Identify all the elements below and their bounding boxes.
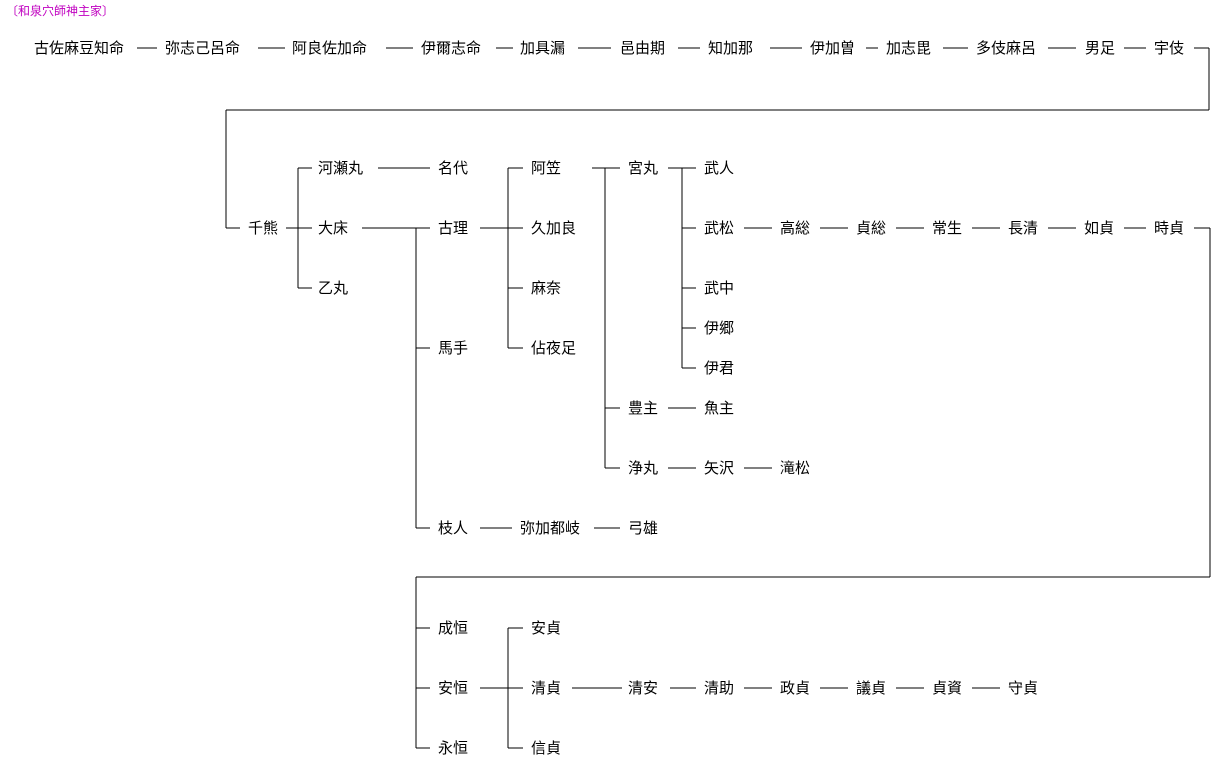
person-node: 麻奈	[531, 279, 562, 297]
person-node: 清貞	[531, 679, 562, 697]
person-node: 加志毘	[886, 39, 932, 57]
person-node: 弥加都岐	[520, 519, 581, 537]
person-node: 伊加曽	[810, 39, 856, 57]
person-node: 浄丸	[628, 459, 659, 477]
person-node: 枝人	[438, 519, 469, 537]
person-node: 古理	[438, 219, 469, 237]
person-node: 古佐麻豆知命	[34, 39, 125, 57]
person-node: 河瀬丸	[318, 159, 364, 177]
person-node: 貞資	[932, 679, 963, 697]
person-node: 成恒	[438, 619, 469, 637]
person-node: 乙丸	[318, 279, 349, 297]
person-node: 安恒	[438, 679, 469, 697]
person-node: 時貞	[1154, 219, 1185, 237]
person-node: 佔夜足	[531, 339, 577, 357]
person-node: 守貞	[1008, 679, 1039, 697]
person-node: 長清	[1008, 219, 1039, 237]
person-node: 滝松	[780, 459, 811, 477]
person-node: 常生	[932, 219, 963, 237]
person-node: 伊郷	[704, 319, 735, 337]
person-node: 知加那	[708, 39, 754, 57]
person-node: 豊主	[628, 399, 659, 417]
chart-title: 〔和泉穴師神主家〕	[6, 4, 115, 18]
person-node: 信貞	[531, 739, 562, 757]
person-node: 阿良佐加命	[292, 39, 368, 57]
person-node: 久加良	[531, 219, 577, 237]
person-node: 千熊	[248, 219, 279, 237]
person-node: 武中	[704, 279, 735, 297]
person-node: 永恒	[438, 739, 469, 757]
person-node: 邑由期	[620, 39, 666, 57]
person-node: 清安	[628, 679, 659, 697]
person-node: 阿笠	[531, 159, 562, 177]
person-node: 多伎麻呂	[976, 39, 1037, 57]
person-node: 魚主	[704, 399, 735, 417]
person-node: 名代	[438, 159, 469, 177]
person-node: 清助	[704, 679, 735, 697]
person-node: 弥志己呂命	[165, 39, 241, 57]
person-node: 武松	[704, 219, 735, 237]
person-node: 矢沢	[704, 459, 735, 477]
person-node: 大床	[318, 219, 349, 237]
person-node: 高総	[780, 219, 811, 237]
person-node: 安貞	[531, 619, 562, 637]
person-node: 加具漏	[520, 39, 566, 57]
person-node: 男足	[1085, 39, 1116, 57]
person-node: 議貞	[856, 679, 887, 697]
person-node: 政貞	[780, 679, 811, 697]
person-node: 如貞	[1084, 219, 1115, 237]
person-node: 宇伎	[1154, 39, 1185, 57]
person-node: 弓雄	[628, 519, 659, 537]
person-node: 馬手	[438, 339, 469, 357]
person-node: 伊爾志命	[421, 39, 482, 57]
person-node: 貞総	[856, 219, 887, 237]
person-node: 伊君	[704, 359, 735, 377]
person-node: 宮丸	[628, 159, 659, 177]
person-node: 武人	[704, 159, 735, 177]
